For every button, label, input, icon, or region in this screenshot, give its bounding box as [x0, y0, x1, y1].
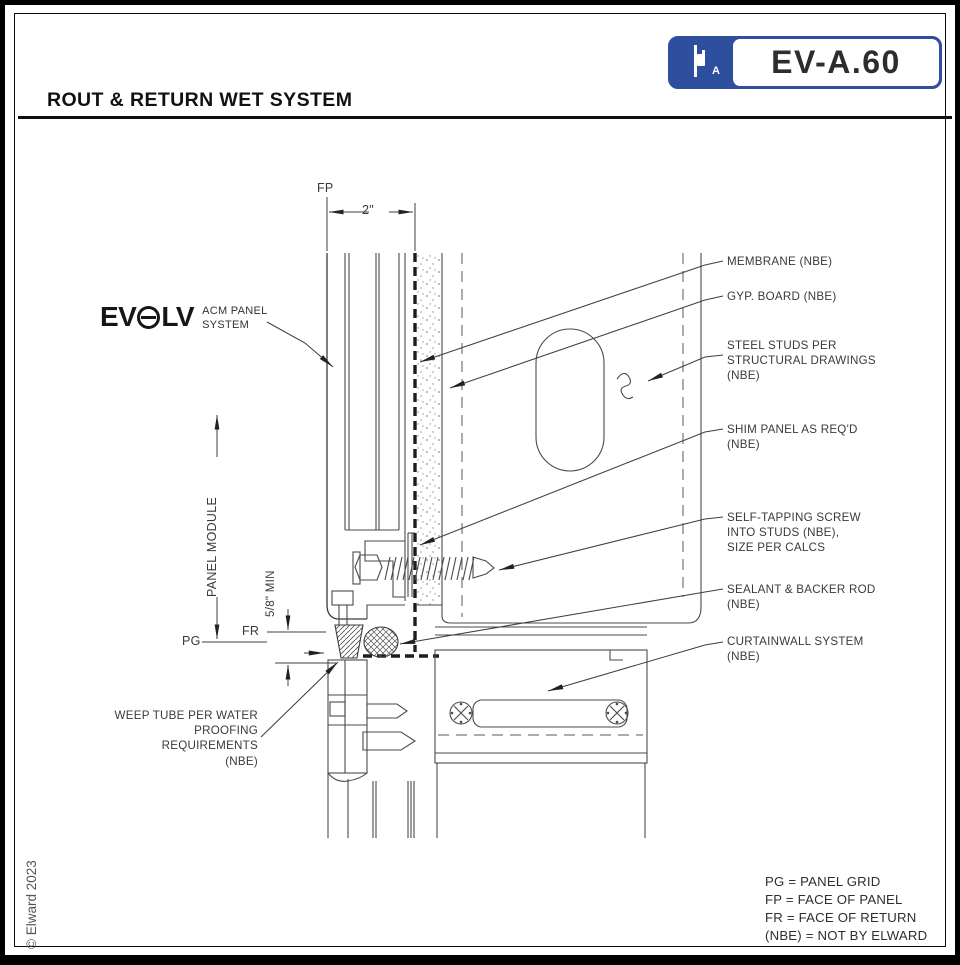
acm-panel-profile — [326, 253, 406, 620]
callout-weep-tube: WEEP TUBE PER WATER PROOFING REQUIREMENT… — [114, 709, 258, 768]
glass-lines — [327, 763, 646, 838]
section-letter: A — [712, 65, 720, 77]
sheet-border-frame — [14, 13, 946, 947]
title-underline — [18, 116, 952, 119]
drawing-number: EV-A.60 — [733, 39, 939, 86]
sealant-backer-rod — [331, 590, 399, 659]
legend-line: FR = FACE OF RETURN — [765, 910, 917, 925]
membrane-line — [363, 253, 439, 658]
legend-line: FP = FACE OF PANEL — [765, 892, 903, 907]
legend-line: (NBE) = NOT BY ELWARD — [765, 928, 928, 943]
callout-steel-studs: STEEL STUDS PER STRUCTURAL DRAWINGS (NBE… — [727, 339, 876, 383]
legend-line: PG = PANEL GRID — [765, 874, 881, 889]
evolv-brand: EV LV ACM PANEL SYSTEM — [100, 303, 268, 332]
label-pg: PG — [182, 634, 201, 648]
copyright-text: © Elward 2023 — [24, 860, 39, 949]
theta-icon — [137, 306, 161, 329]
label-fp: FP — [317, 181, 334, 195]
logo-flag-icon — [697, 54, 705, 66]
curtainwall-system — [327, 626, 648, 838]
gyp-board-hatch — [417, 253, 443, 606]
steel-stud-outline — [441, 253, 702, 624]
label-2in: 2" — [362, 203, 374, 217]
stud-knockout-hole — [535, 328, 605, 472]
logo-tick-icon — [702, 50, 705, 56]
page-title: ROUT & RETURN WET SYSTEM — [47, 89, 353, 111]
brand-left-text: EV — [100, 301, 137, 332]
curtainwall-mullion — [327, 659, 368, 774]
callout-gyp-board: GYP. BOARD (NBE) — [727, 290, 837, 303]
fastener-icon — [605, 701, 629, 725]
callout-shim-panel: SHIM PANEL AS REQ'D (NBE) — [727, 423, 858, 452]
label-joint-min: 5/8" MIN — [265, 570, 277, 617]
label-panel-module: PANEL MODULE — [205, 496, 219, 597]
abbreviation-legend: PG = PANEL GRID FP = FACE OF PANEL FR = … — [765, 873, 927, 945]
callout-self-tapping-screw: SELF-TAPPING SCREW INTO STUDS (NBE), SIZ… — [727, 511, 861, 555]
logo-bar-icon — [694, 45, 697, 77]
fastener-icon — [449, 701, 473, 725]
brand-right-text: LV — [161, 301, 195, 332]
stud-break-symbol — [616, 372, 634, 400]
detail-drawing-svg — [202, 197, 724, 838]
label-fr: FR — [242, 624, 260, 638]
callout-membrane: MEMBRANE (NBE) — [727, 255, 833, 268]
dimension-lines — [202, 197, 416, 686]
drawing-number-badge: A EV-A.60 — [668, 36, 942, 89]
leader-lines — [260, 260, 724, 738]
self-tapping-screw — [352, 551, 495, 585]
callout-curtainwall: CURTAINWALL SYSTEM (NBE) — [727, 635, 864, 664]
callout-sealant-backer-rod: SEALANT & BACKER ROD (NBE) — [727, 583, 876, 612]
elward-logo-icon: A — [671, 39, 733, 86]
brand-tagline: ACM PANEL SYSTEM — [202, 305, 268, 331]
drawing-sheet: A EV-A.60 ROUT & RETURN WET SYSTEM EV LV… — [5, 5, 955, 955]
